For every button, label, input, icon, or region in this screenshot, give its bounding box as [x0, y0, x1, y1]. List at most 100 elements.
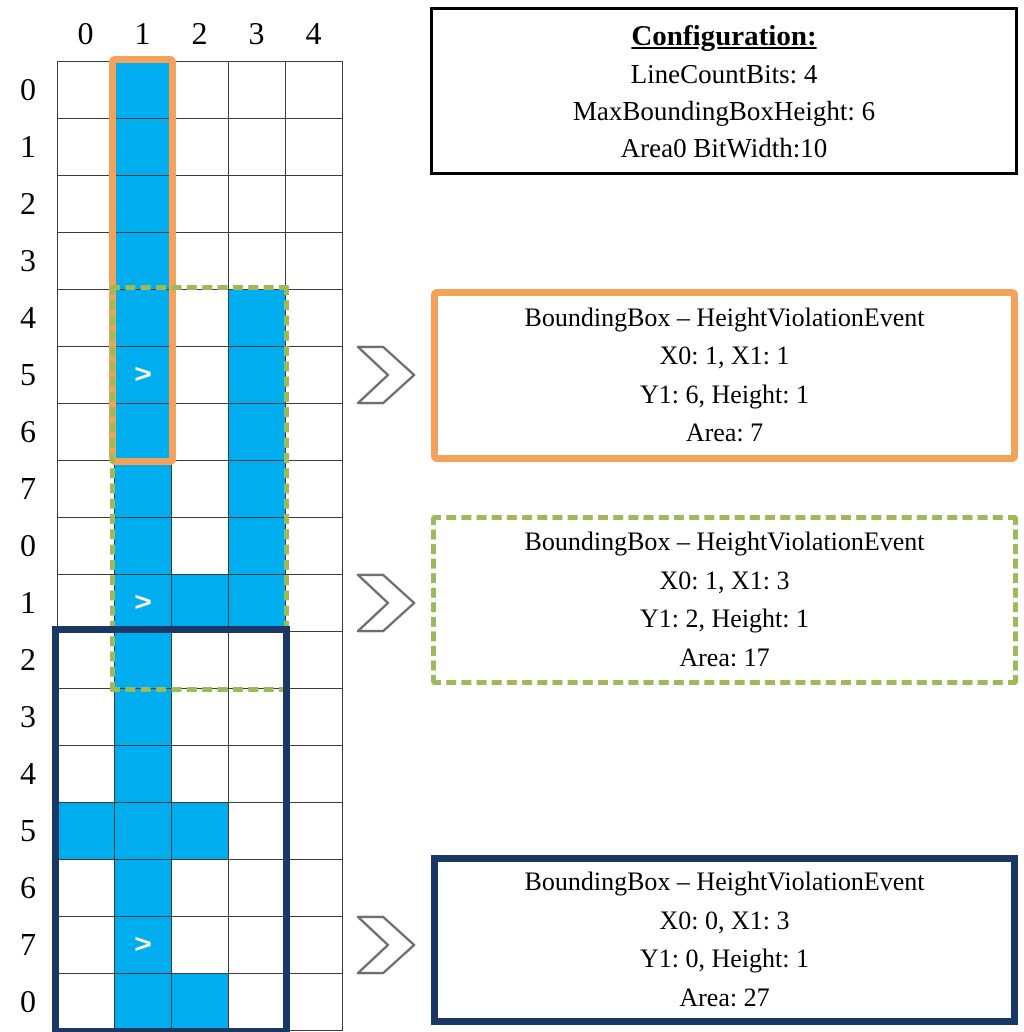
grid-cell — [58, 347, 115, 404]
grid-cell — [172, 347, 229, 404]
grid-row-label: 2 — [20, 641, 36, 677]
grid-cell — [115, 746, 172, 803]
grid-row-label: 3 — [20, 698, 36, 734]
grid-row-label: 5 — [20, 356, 36, 392]
grid-cell — [172, 233, 229, 290]
grid-cell — [58, 917, 115, 974]
event-line: X0: 1, X1: 3 — [659, 565, 790, 595]
grid-cell — [286, 518, 343, 575]
grid-cell — [229, 62, 286, 119]
grid-cell — [115, 176, 172, 233]
grid-cell — [229, 860, 286, 917]
grid-col-label: 0 — [77, 14, 94, 51]
grid-cell — [58, 62, 115, 119]
grid-cell — [172, 290, 229, 347]
grid-cell — [115, 290, 172, 347]
grid-cell — [172, 404, 229, 461]
grid-cell — [58, 176, 115, 233]
configuration-box: Configuration: LineCountBits: 4 MaxBound… — [430, 7, 1018, 175]
grid-cell — [58, 404, 115, 461]
grid-cell — [115, 461, 172, 518]
event-box-orange: BoundingBox – HeightViolationEvent X0: 1… — [431, 289, 1018, 462]
grid-cell — [286, 233, 343, 290]
grid-cell — [115, 233, 172, 290]
chevron-arrow-icon — [356, 345, 416, 405]
cell-marker-glyph: > — [134, 588, 152, 617]
grid-cell — [172, 860, 229, 917]
grid-cell — [115, 62, 172, 119]
grid-cell — [172, 974, 229, 1031]
grid-cell — [58, 119, 115, 176]
grid-row-label: 2 — [20, 185, 36, 221]
grid-cell — [229, 803, 286, 860]
grid-col-label: 2 — [191, 14, 208, 51]
event-box-green: BoundingBox – HeightViolationEvent X0: 1… — [431, 515, 1018, 685]
grid-col-label: 4 — [305, 14, 322, 51]
grid-cell — [58, 689, 115, 746]
config-line: MaxBoundingBoxHeight: 6 — [572, 95, 876, 126]
grid-cell — [172, 803, 229, 860]
grid-cell — [172, 746, 229, 803]
config-line: Area0 BitWidth:10 — [620, 132, 828, 163]
grid-row-label: 4 — [20, 299, 36, 335]
grid-cell — [172, 632, 229, 689]
grid-row-label: 0 — [20, 527, 36, 563]
grid-cell — [115, 632, 172, 689]
grid-row-label: 3 — [20, 242, 36, 278]
grid-cell — [58, 803, 115, 860]
grid-cell — [286, 176, 343, 233]
grid-cell — [286, 575, 343, 632]
grid-cell — [172, 461, 229, 518]
grid-cell — [286, 860, 343, 917]
grid-cell — [172, 62, 229, 119]
grid-cell — [58, 461, 115, 518]
grid-row-label: 0 — [20, 983, 36, 1019]
grid-cell — [115, 518, 172, 575]
grid-row-label: 7 — [20, 926, 36, 962]
grid-cell — [229, 917, 286, 974]
grid-cell — [172, 575, 229, 632]
grid-cell — [58, 518, 115, 575]
grid-row-label: 7 — [20, 470, 36, 506]
grid-col-label: 1 — [134, 14, 151, 51]
grid-cell — [172, 689, 229, 746]
grid-cell — [229, 632, 286, 689]
grid-cell: > — [115, 347, 172, 404]
event-line: Y1: 0, Height: 1 — [640, 944, 809, 973]
grid-cell — [286, 974, 343, 1031]
grid-cell: > — [115, 917, 172, 974]
grid-cell — [115, 404, 172, 461]
grid-cell — [115, 860, 172, 917]
cell-marker-glyph: > — [134, 930, 152, 959]
grid-cell — [286, 461, 343, 518]
grid-row-label: 6 — [20, 869, 36, 905]
grid-cell — [58, 860, 115, 917]
event-line: X0: 0, X1: 3 — [659, 905, 790, 935]
grid-cell — [286, 689, 343, 746]
grid-cell — [286, 347, 343, 404]
grid-cell — [229, 119, 286, 176]
cell-marker-glyph: > — [134, 360, 152, 389]
grid-cell — [229, 290, 286, 347]
grid-cell — [286, 62, 343, 119]
grid-cell — [58, 974, 115, 1031]
event-line: X0: 1, X1: 1 — [659, 341, 790, 370]
grid-cell — [58, 575, 115, 632]
grid-cell — [58, 632, 115, 689]
grid-row-label: 0 — [20, 71, 36, 107]
grid-cell — [286, 119, 343, 176]
event-line: Area: 17 — [679, 642, 770, 672]
grid-cell — [172, 176, 229, 233]
grid-cell — [286, 803, 343, 860]
grid-cell — [286, 290, 343, 347]
grid-cell — [58, 233, 115, 290]
configuration-title: Configuration: — [631, 19, 817, 52]
event-title: BoundingBox – HeightViolationEvent — [524, 527, 925, 556]
event-line: Y1: 2, Height: 1 — [640, 604, 809, 633]
event-line: Y1: 6, Height: 1 — [640, 379, 809, 409]
grid-frame — [57, 61, 343, 1031]
grid-cell — [229, 176, 286, 233]
event-line: Area: 7 — [685, 418, 764, 447]
grid-row-label: 4 — [20, 755, 36, 791]
grid-cell — [115, 803, 172, 860]
